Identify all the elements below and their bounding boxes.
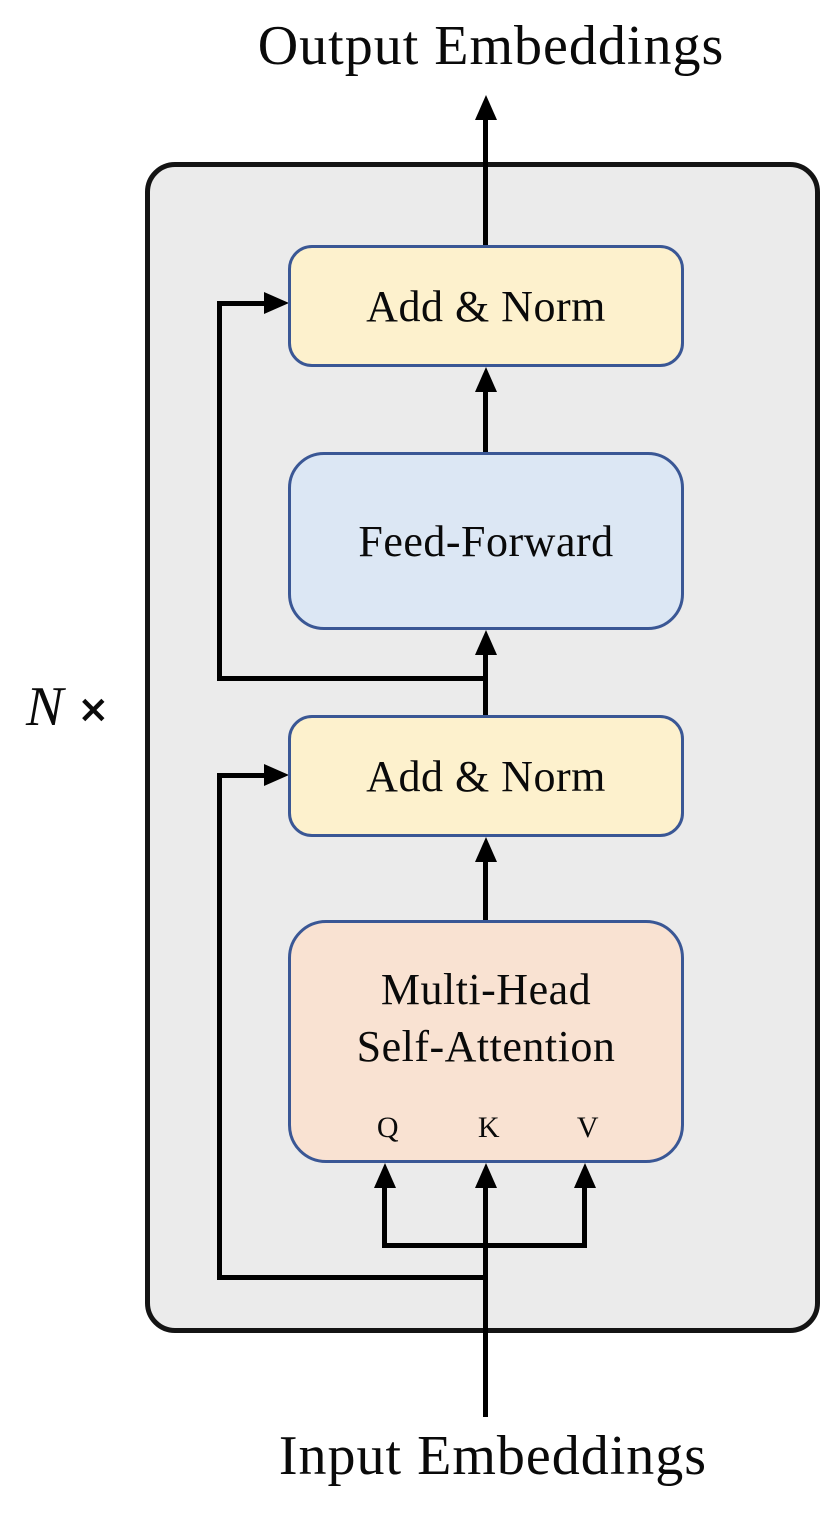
residual2-vertical-line <box>217 301 222 681</box>
q-arrowhead-icon <box>374 1163 396 1188</box>
input-trunk-line <box>483 1183 488 1417</box>
addnorm-to-ff-line <box>483 650 488 718</box>
feed-forward-label: Feed-Forward <box>358 516 614 566</box>
residual2-arrowhead-icon <box>264 292 289 314</box>
multiply-icon: × <box>77 687 110 731</box>
k-arrowhead-icon <box>475 1163 497 1188</box>
residual1-vertical-line <box>217 773 222 1280</box>
value-input-label: V <box>576 1111 600 1144</box>
residual1-horizontal-line <box>217 1275 486 1280</box>
attention-to-addnorm-line <box>483 857 488 923</box>
add-norm-bottom-label: Add & Norm <box>366 751 606 801</box>
output-arrow-line <box>483 115 488 247</box>
add-norm-top-label: Add & Norm <box>366 281 606 331</box>
ff-to-addnorm-line <box>483 385 488 455</box>
residual1-arrowhead-icon <box>264 764 289 786</box>
qv-connector-line <box>382 1243 587 1248</box>
attention-to-addnorm-arrowhead-icon <box>475 837 497 862</box>
output-arrowhead-icon <box>475 95 497 120</box>
multi-head-self-attention-block: Multi-Head Self-Attention Q K V <box>288 920 684 1163</box>
attention-label-line1: Multi-Head <box>380 965 592 1014</box>
v-branch-line <box>582 1183 587 1248</box>
input-embeddings-label: Input Embeddings <box>278 1425 708 1487</box>
ff-to-addnorm-arrowhead-icon <box>475 367 497 392</box>
key-input-label: K <box>477 1111 501 1144</box>
q-branch-line <box>382 1183 387 1248</box>
feed-forward-block: Feed-Forward <box>288 452 684 630</box>
attention-label-line2: Self-Attention <box>356 1022 616 1071</box>
repeat-count-label: N × <box>26 672 136 742</box>
qkv-input-row: Q K V <box>291 1111 681 1151</box>
residual1-entry-line <box>220 773 266 778</box>
output-embeddings-label: Output Embeddings <box>257 15 725 77</box>
add-norm-top-block: Add & Norm <box>288 245 684 367</box>
add-norm-bottom-block: Add & Norm <box>288 715 684 837</box>
residual2-entry-line <box>220 301 266 306</box>
v-arrowhead-icon <box>574 1163 596 1188</box>
repeat-n-symbol: N <box>26 676 64 738</box>
addnorm-to-ff-arrowhead-icon <box>475 630 497 655</box>
residual2-horizontal-line <box>217 676 488 681</box>
query-input-label: Q <box>376 1111 400 1144</box>
